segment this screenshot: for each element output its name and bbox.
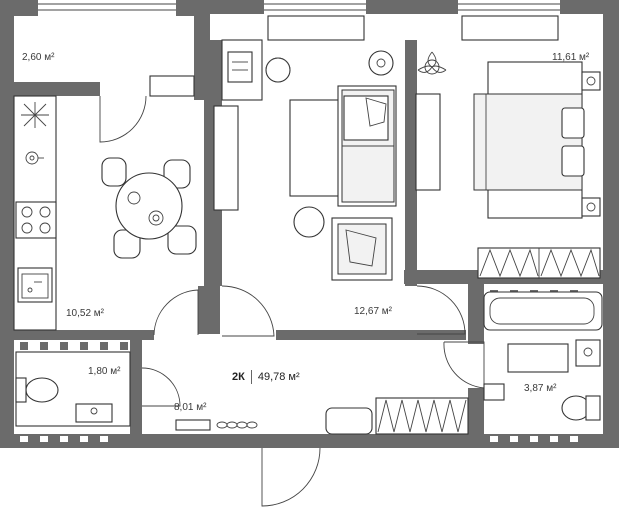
living-furniture [213,39,397,281]
area-living-room: 12,67 м² [354,306,393,317]
sink-icon [17,267,53,303]
area-kitchen: 10,52 м² [66,308,105,319]
dining-table [101,157,197,259]
apartment-type: 2К [232,371,245,383]
fan-icon [21,102,49,128]
washroom-furniture [483,291,603,421]
apartment-summary-badge: 2К 49,78 м² [226,366,306,388]
area-hall: 8,01 м² [174,402,207,413]
hall-furniture [175,397,469,435]
doors [99,95,485,507]
area-washroom: 3,87 м² [524,383,557,394]
badge-divider [250,370,252,384]
area-bedroom: 11,61 м² [552,52,590,63]
total-area: 49,78 м² [257,371,300,383]
kitchen-furniture [13,95,197,331]
area-bathroom: 1,80 м² [88,366,121,377]
outer-walls [0,0,619,448]
bedroom-furniture [415,51,601,279]
area-balcony: 2,60 м² [22,52,55,63]
balcony-stairs [149,75,195,97]
stove-icon [15,201,57,239]
wall-ticks [2,120,578,442]
plant-icon [417,51,447,75]
windows [38,3,560,41]
bathroom-furniture [15,351,131,427]
faucet-icon [25,151,44,165]
